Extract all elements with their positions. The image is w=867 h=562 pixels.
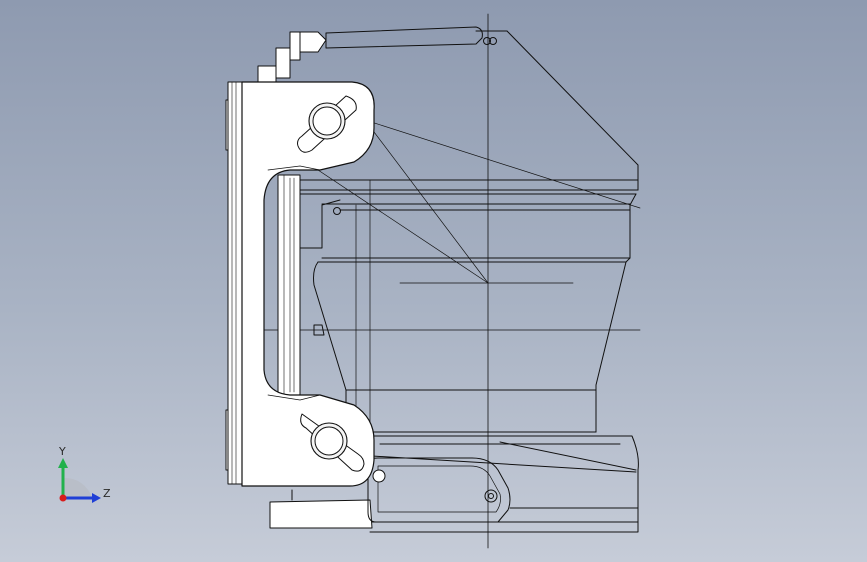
x-axis-dot: [59, 494, 67, 502]
housing-body: [299, 30, 641, 437]
lower-wing-knob: [300, 413, 365, 472]
c-bracket: [241, 81, 375, 487]
top-rail: [257, 26, 508, 83]
z-axis-label: Z: [103, 487, 111, 500]
inner-rails: [277, 174, 301, 396]
bottom-base: [269, 435, 639, 533]
z-axis-arrowhead: [92, 493, 101, 503]
upper-wing-knob: [297, 95, 357, 153]
y-axis-label: Y: [58, 445, 66, 458]
cover-plate: [225, 81, 247, 485]
y-axis-arrowhead: [58, 458, 68, 468]
